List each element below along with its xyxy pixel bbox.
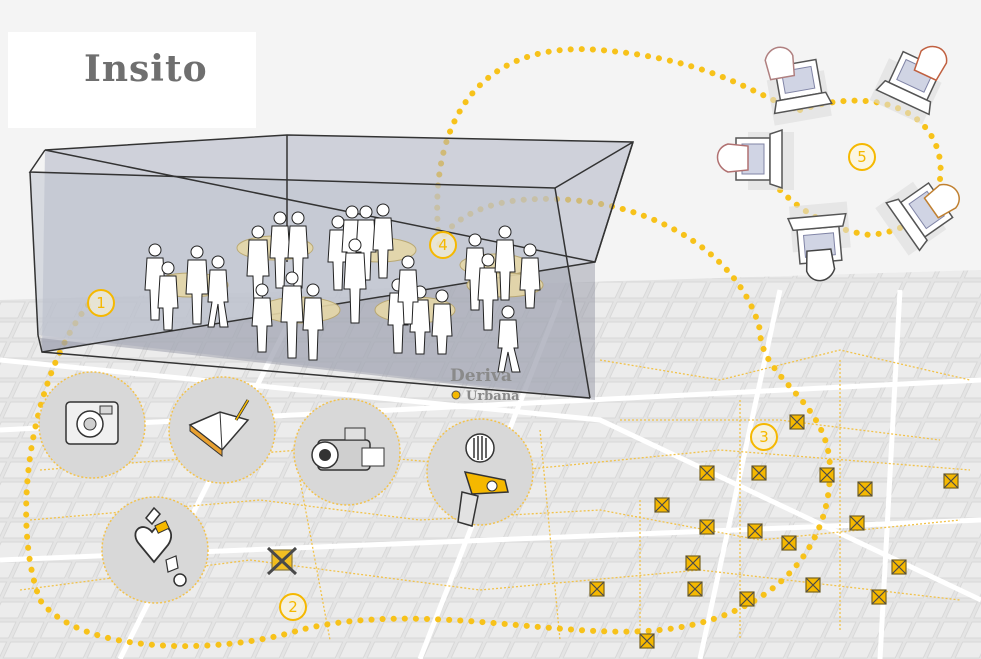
video-camera-icon: [311, 427, 385, 471]
camera-tool: [38, 371, 146, 479]
recorder-icon: [457, 433, 509, 527]
map-marker: [819, 467, 835, 483]
map-marker: [639, 633, 655, 649]
map-marker: [699, 519, 715, 535]
participants-group: [144, 203, 541, 373]
svg-text:4: 4: [438, 236, 448, 254]
notebook-tool: [168, 376, 276, 484]
map-marker: [789, 414, 805, 430]
svg-text:2: 2: [288, 598, 298, 616]
svg-text:1: 1: [96, 294, 106, 312]
step-badge-4: 4: [429, 231, 457, 259]
heart-tag-icon: [134, 506, 187, 587]
map-marker: [589, 581, 605, 597]
map-marker: [751, 465, 767, 481]
map-marker: [685, 555, 701, 571]
map-marker-large: [266, 546, 298, 576]
map-marker: [857, 481, 873, 497]
camera-icon: [65, 401, 119, 445]
map-marker: [781, 535, 797, 551]
map-marker: [654, 497, 670, 513]
svg-text:5: 5: [857, 148, 867, 166]
map-marker: [687, 581, 703, 597]
heart-tag-tool: [101, 496, 209, 604]
map-markers: [266, 414, 959, 649]
map-marker: [891, 559, 907, 575]
brand-label-line1: Deriva: [450, 366, 512, 386]
tool-circles: [38, 371, 534, 604]
laptop-icon: [875, 181, 960, 256]
map-marker: [943, 473, 959, 489]
map-marker: [747, 523, 763, 539]
step-badge-2: 2: [279, 593, 307, 621]
video-camera-tool: [293, 398, 401, 506]
brand-label-line2: Urbana: [466, 389, 520, 404]
map-marker: [805, 577, 821, 593]
step-badge-3: 3: [750, 423, 778, 451]
laptop-icon: [786, 201, 851, 282]
step-badge-1: 1: [87, 289, 115, 317]
recorder-tool: [426, 418, 534, 527]
notebook-icon: [188, 399, 250, 458]
laptop-icon: [869, 45, 948, 125]
collaborators-group: [716, 45, 960, 282]
map-marker: [739, 591, 755, 607]
step-badges: 1 2 3 4 5: [87, 143, 876, 621]
map-marker: [849, 515, 865, 531]
logo-panel: [8, 32, 256, 128]
app-logo-title: Insito: [84, 48, 208, 90]
step-badge-5: 5: [848, 143, 876, 171]
laptop-icon: [764, 46, 833, 126]
laptop-icon: [716, 128, 794, 190]
map-marker: [871, 589, 887, 605]
map-marker: [699, 465, 715, 481]
svg-text:3: 3: [759, 428, 769, 446]
